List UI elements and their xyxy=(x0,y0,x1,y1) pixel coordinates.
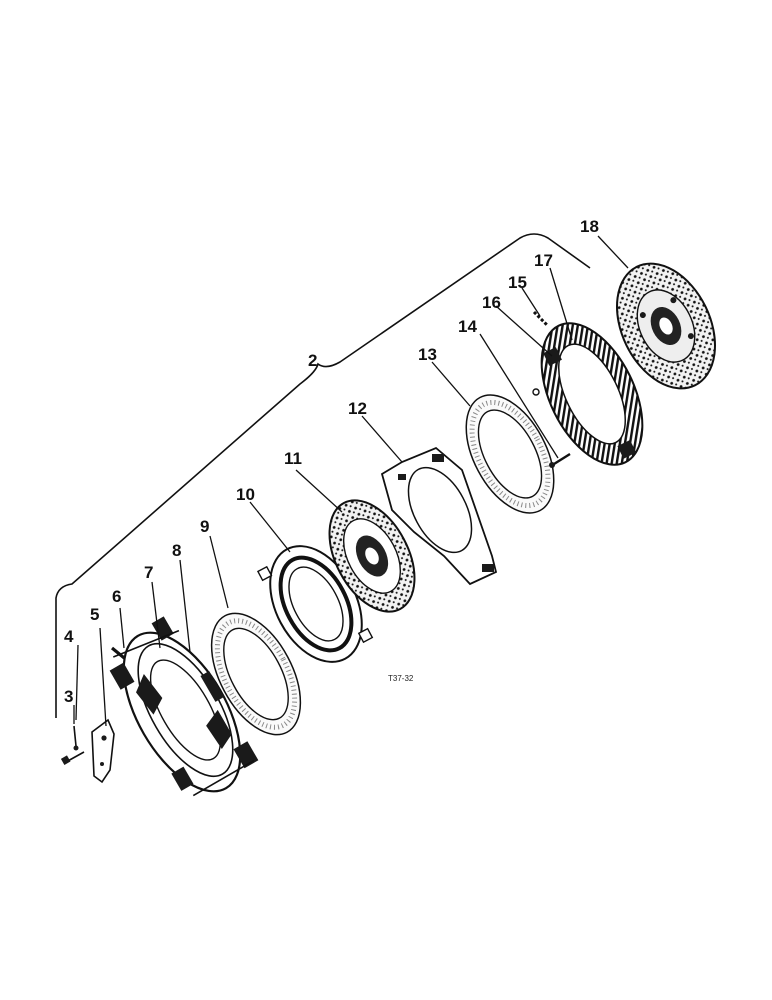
part-12-intermediate-plate xyxy=(380,446,498,586)
callout-6: 6 xyxy=(112,587,121,606)
group-bracket xyxy=(55,233,591,718)
callout-18: 18 xyxy=(580,217,599,236)
callout-13: 13 xyxy=(418,345,437,364)
leader-11 xyxy=(295,469,343,513)
callout-3: 3 xyxy=(64,687,73,706)
drawing-code: T37-32 xyxy=(388,674,414,683)
part-18-drive-disc xyxy=(615,262,717,390)
leader-10 xyxy=(249,501,291,553)
leader-9 xyxy=(209,535,229,609)
part-10-pressure-plate xyxy=(256,545,374,663)
leader-4 xyxy=(75,644,79,721)
leader-15 xyxy=(521,287,541,317)
callout-7: 7 xyxy=(144,563,153,582)
callout-5: 5 xyxy=(90,605,99,624)
callout-8: 8 xyxy=(172,541,181,560)
leader-5 xyxy=(99,627,107,727)
leader-8 xyxy=(179,559,191,653)
part-16-washer xyxy=(532,388,540,396)
callout-9: 9 xyxy=(200,517,209,536)
callout-17: 17 xyxy=(534,251,553,270)
part-13-friction-ring xyxy=(465,394,555,514)
callout-4: 4 xyxy=(64,627,74,646)
part-5-lever xyxy=(91,718,115,784)
callout-14: 14 xyxy=(458,317,477,336)
callout-2: 2 xyxy=(308,351,317,370)
callout-15: 15 xyxy=(508,273,527,292)
part-11-clutch-disc xyxy=(328,499,416,613)
callout-10: 10 xyxy=(236,485,255,504)
leader-17 xyxy=(549,267,573,341)
part-9-friction-ring xyxy=(210,612,302,736)
leader-12 xyxy=(361,415,403,463)
leader-lines xyxy=(73,235,629,727)
part-17-finger-ring xyxy=(540,322,644,466)
part-7-8-clutch-cover xyxy=(109,616,259,797)
part-3-bolt xyxy=(60,751,85,765)
leader-18 xyxy=(597,235,629,269)
leader-7 xyxy=(151,581,161,649)
part-15-pin xyxy=(532,310,550,328)
leader-6 xyxy=(119,607,125,649)
callout-16: 16 xyxy=(482,293,501,312)
part-14-bolt xyxy=(549,452,571,468)
callout-12: 12 xyxy=(348,399,367,418)
leader-13 xyxy=(431,361,471,407)
leader-16 xyxy=(495,305,553,357)
part-4-pin xyxy=(73,725,79,751)
callout-11: 11 xyxy=(284,449,302,468)
leader-14 xyxy=(479,333,559,459)
